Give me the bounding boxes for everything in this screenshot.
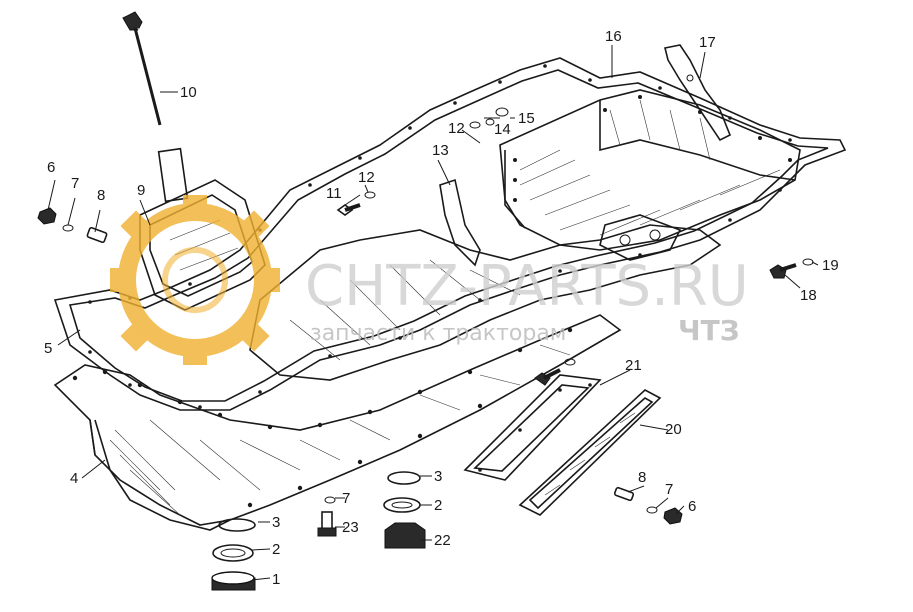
leader-lines	[47, 45, 819, 581]
callout-16: 16	[605, 28, 622, 45]
callout-5: 5	[44, 340, 52, 357]
watermark-tagline: запчасти к тракторам	[310, 321, 566, 346]
callout-6-right: 6	[688, 498, 696, 515]
callout-13: 13	[432, 142, 449, 159]
drain-plug-stack	[211, 518, 256, 591]
watermark-gear-icon	[110, 195, 280, 365]
cover-plate-20	[518, 389, 662, 516]
drain-hardware-left	[37, 207, 108, 244]
bolt-11	[336, 191, 376, 216]
bolt-gasket-21	[534, 358, 576, 386]
gasket-21	[463, 374, 602, 481]
callout-12-top: 12	[448, 120, 465, 137]
watermark-brand: ЧТЗ	[678, 314, 740, 347]
callout-22: 22	[434, 532, 451, 549]
callout-4: 4	[70, 470, 78, 487]
side-gasket-13	[439, 178, 481, 267]
callout-8-right: 8	[638, 469, 646, 486]
bolt-18-19	[769, 258, 814, 279]
rear-gasket-17	[664, 44, 732, 142]
center-cover-plate	[599, 214, 682, 261]
callout-1: 1	[272, 571, 280, 588]
callout-19: 19	[822, 257, 839, 274]
dipstick-10	[122, 11, 164, 126]
callout-7-center: 7	[342, 490, 350, 507]
callout-9: 9	[137, 182, 145, 199]
callout-17: 17	[699, 34, 716, 51]
callout-11: 11	[326, 185, 342, 202]
callout-15: 15	[518, 110, 535, 127]
oil-pan-4	[53, 314, 622, 531]
callout-21: 21	[625, 357, 642, 374]
bolt-23	[317, 496, 337, 537]
callout-12: 12	[358, 169, 375, 186]
callout-3-center: 3	[434, 468, 442, 485]
callout-2-center: 2	[434, 497, 442, 514]
callout-7-right: 7	[665, 481, 673, 498]
callout-8-left: 8	[97, 187, 105, 204]
callout-23: 23	[342, 519, 359, 536]
callout-2-left: 2	[272, 541, 280, 558]
callout-7-left: 7	[71, 175, 79, 192]
upper-sump-16	[499, 89, 801, 251]
callout-20: 20	[665, 421, 682, 438]
callout-14: 14	[494, 121, 511, 138]
callout-10: 10	[180, 84, 197, 101]
callout-6-left: 6	[47, 159, 55, 176]
plug-stack-22	[383, 471, 426, 549]
callout-18: 18	[800, 287, 817, 304]
watermark-site: CHTZ-PARTS.RU	[305, 254, 749, 319]
callout-3-left: 3	[272, 514, 280, 531]
pan-gasket-5	[53, 57, 847, 411]
bolt-14-15	[469, 107, 509, 129]
pan-inner-frame	[249, 224, 722, 381]
